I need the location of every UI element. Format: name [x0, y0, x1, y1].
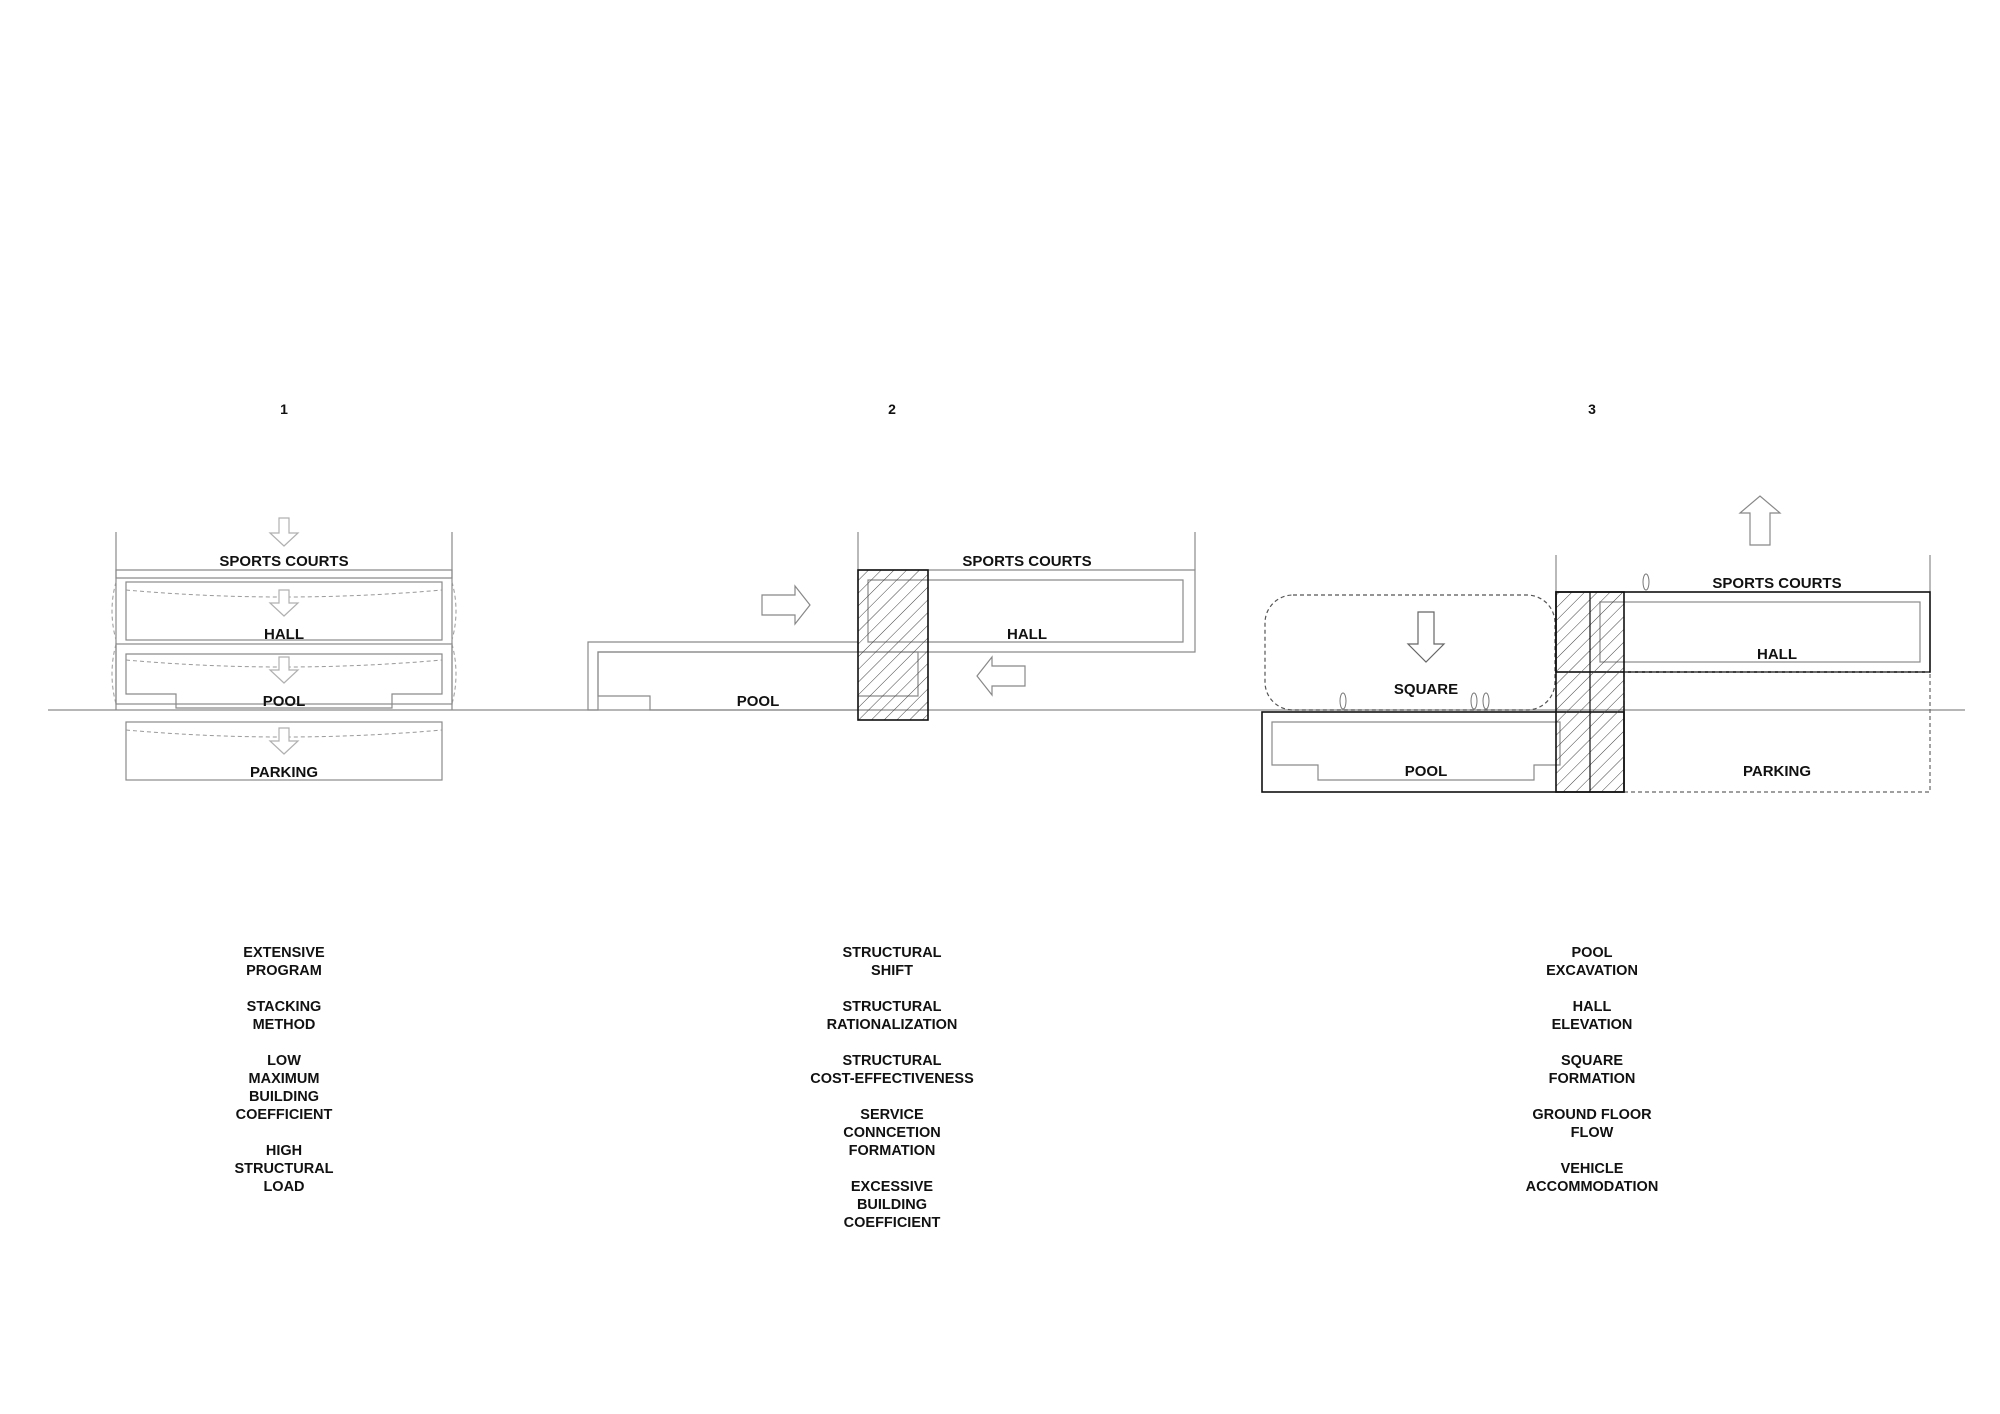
note-line: BUILDING [249, 1089, 319, 1105]
stage-1-pool-label: POOL [263, 693, 306, 710]
note-line: STRUCTURAL [234, 1161, 333, 1177]
stage-2-sports-courts-label: SPORTS COURTS [962, 553, 1091, 570]
note-line: ACCOMMODATION [1526, 1179, 1659, 1195]
note-line: CONNCETION [843, 1125, 940, 1141]
stage-1-parking-box [125, 721, 443, 781]
stage-3-down-arrow-icon [1406, 611, 1446, 663]
note-line: STRUCTURAL [842, 999, 941, 1015]
stage-1-down-arrow-icon [268, 656, 300, 684]
stage-3: 3 SPORTS COURTS HALL SQUARE POOL PARKI [1261, 401, 1931, 793]
note-line: EXTENSIVE [243, 945, 325, 961]
stage-2-number: 2 [888, 401, 896, 417]
stage-2-left-arrow-icon [976, 655, 1026, 697]
note-line: COST-EFFECTIVENESS [810, 1071, 974, 1087]
note-line: STRUCTURAL [842, 1053, 941, 1069]
stage-1-number: 1 [280, 401, 288, 417]
stage-2-hall-label: HALL [1007, 626, 1047, 643]
note-line: MAXIMUM [249, 1071, 320, 1087]
note-line: EXCESSIVE [851, 1179, 934, 1195]
stage-3-parking-label: PARKING [1743, 763, 1811, 780]
stage-1-sports-courts-slab [115, 569, 453, 579]
stage-3-hall-label: HALL [1757, 646, 1797, 663]
note-line: FLOW [1571, 1125, 1614, 1141]
stage-3-number: 3 [1588, 401, 1596, 417]
stage-2: 2 SPORTS COURTS HALL POOL [587, 401, 1196, 721]
note-line: LOAD [263, 1179, 304, 1195]
person-icon [1642, 573, 1650, 591]
stage-2-pool-label: POOL [737, 693, 780, 710]
stage-1-hall-label: HALL [264, 626, 304, 643]
stage-1-parking-label: PARKING [250, 764, 318, 781]
stage-1-sports-courts-label: SPORTS COURTS [219, 553, 348, 570]
note-line: FORMATION [849, 1143, 936, 1159]
note-line: GROUND FLOOR [1532, 1107, 1652, 1123]
note-line: LOW [267, 1053, 301, 1069]
note-line: STACKING [247, 999, 322, 1015]
note-line: RATIONALIZATION [827, 1017, 958, 1033]
stage-3-up-arrow-icon [1738, 495, 1782, 546]
stage-1-down-arrow-icon [268, 727, 300, 755]
stage-3-sports-courts-label: SPORTS COURTS [1712, 575, 1841, 592]
note-line: SQUARE [1561, 1053, 1623, 1069]
note-line: COEFFICIENT [844, 1215, 941, 1231]
stage-1-down-arrow-icon [268, 589, 300, 617]
note-line: SHIFT [871, 963, 913, 979]
stage-2-notes: STRUCTURAL SHIFT STRUCTURAL RATIONALIZATION… [810, 945, 974, 1231]
note-line: COEFFICIENT [236, 1107, 333, 1123]
person-icon [1470, 692, 1478, 710]
stage-3-square-area [1264, 594, 1556, 711]
note-line: VEHICLE [1561, 1161, 1624, 1177]
stage-1-pool-box [111, 643, 457, 709]
note-line: METHOD [253, 1017, 316, 1033]
note-line: BUILDING [857, 1197, 927, 1213]
note-line: PROGRAM [246, 963, 322, 979]
note-line: SERVICE [860, 1107, 924, 1123]
note-line: EXCAVATION [1546, 963, 1638, 979]
note-line: HALL [1573, 999, 1612, 1015]
stage-1: 1 [111, 401, 457, 781]
stage-3-square-label: SQUARE [1394, 681, 1458, 698]
stage-2-structural-core [857, 569, 929, 721]
note-line: HIGH [266, 1143, 302, 1159]
stage-3-pool-label: POOL [1405, 763, 1448, 780]
stage-3-notes: POOL EXCAVATION HALL ELEVATION SQUARE FORMATI… [1526, 945, 1659, 1195]
note-line: FORMATION [1549, 1071, 1636, 1087]
person-icon [1482, 692, 1490, 710]
stage-2-right-arrow-icon [761, 584, 811, 626]
note-line: ELEVATION [1552, 1017, 1633, 1033]
stage-1-notes: EXTENSIVE PROGRAM STACKING METHOD LOW MAXIMUM… [234, 945, 333, 1195]
stage-1-hall-box [111, 581, 457, 641]
note-line: POOL [1571, 945, 1612, 961]
person-icon [1339, 692, 1347, 710]
stage-1-down-arrow-icon [268, 517, 300, 547]
note-line: STRUCTURAL [842, 945, 941, 961]
